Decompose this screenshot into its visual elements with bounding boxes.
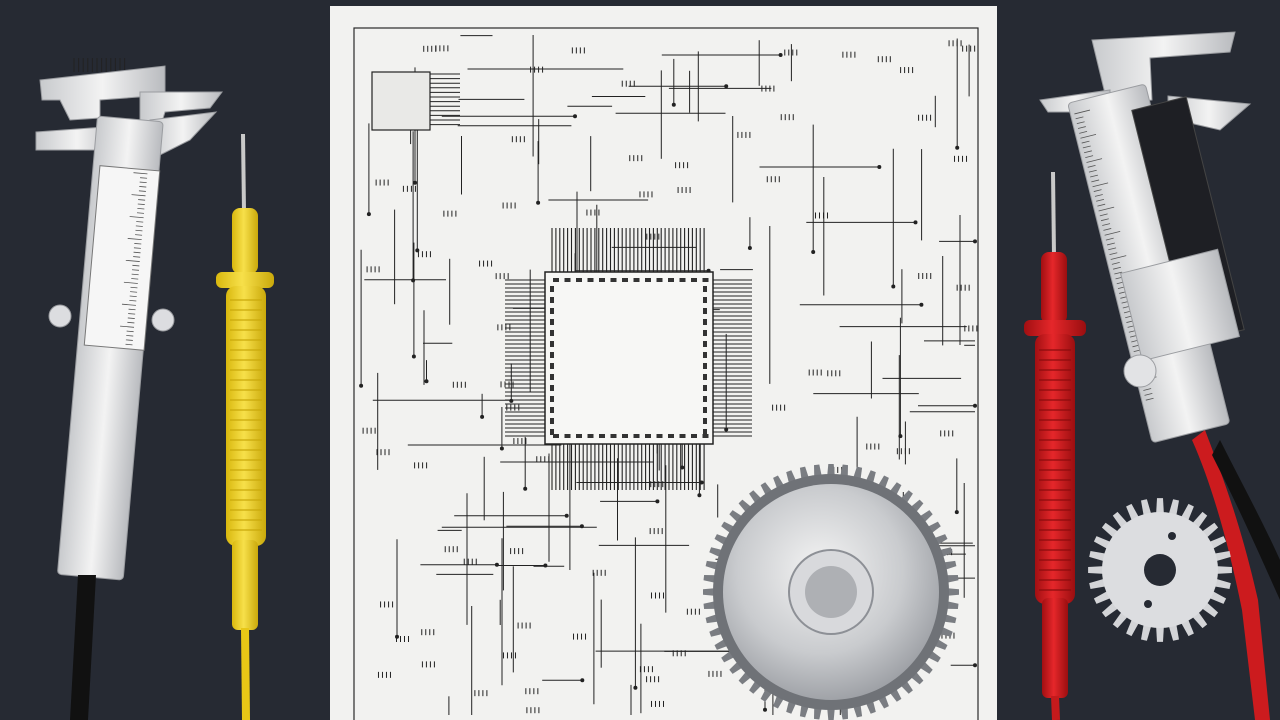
left-caliper bbox=[35, 65, 223, 720]
small-gear bbox=[1088, 498, 1232, 642]
large-gear bbox=[703, 464, 959, 720]
yellow-test-probe bbox=[216, 133, 274, 720]
microcontroller-chip bbox=[505, 228, 752, 490]
right-caliper bbox=[1039, 31, 1280, 720]
red-test-probe bbox=[1024, 171, 1086, 720]
small-ic bbox=[73, 58, 460, 144]
